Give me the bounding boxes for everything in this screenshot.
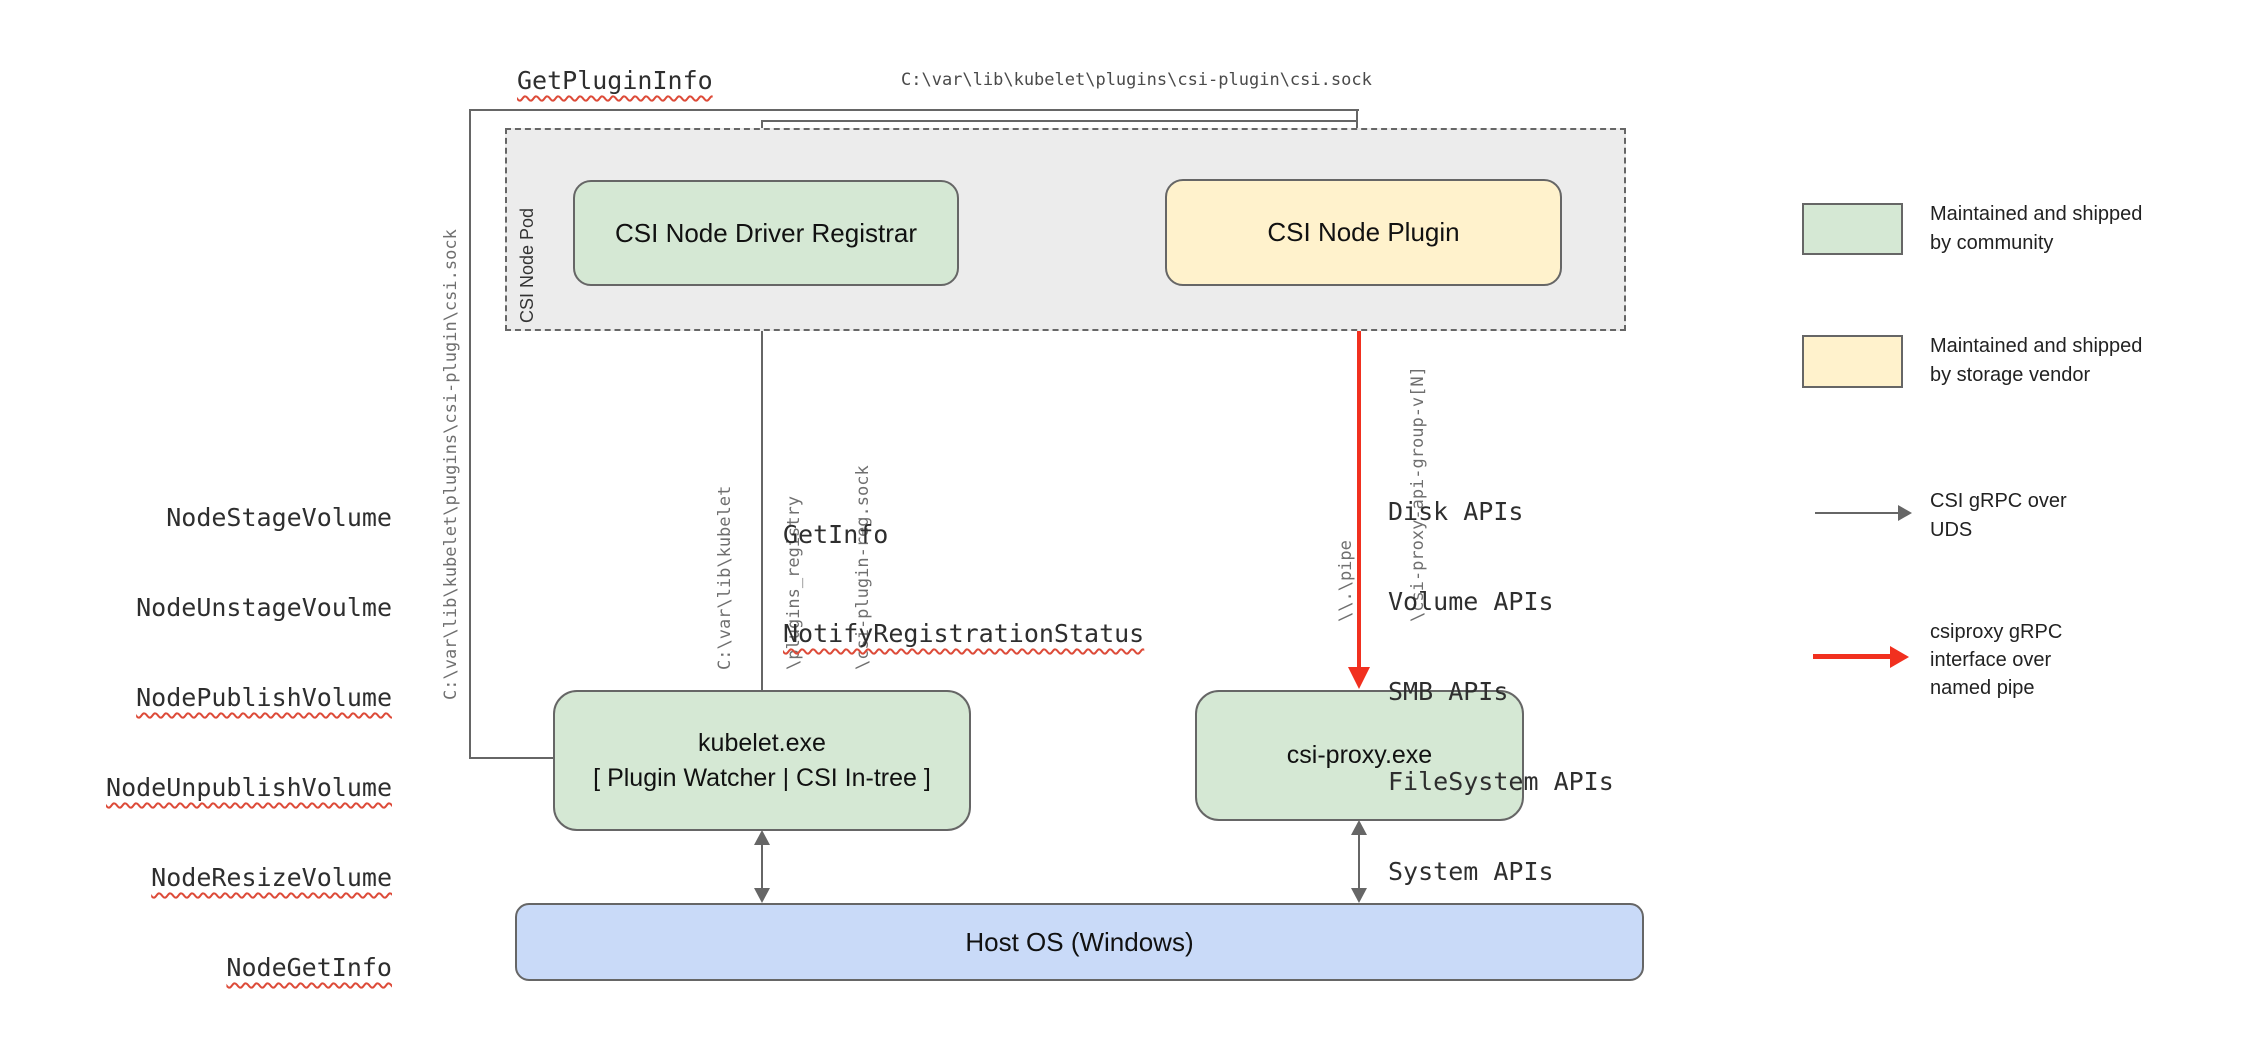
- arrowhead-down-host-right-icon: [1351, 888, 1367, 903]
- legend-label-community: Maintained and shipped by community: [1930, 200, 2142, 258]
- csi-proxy-box: csi-proxy.exe: [1195, 690, 1524, 821]
- api-disk: Disk APIs: [1388, 497, 1524, 526]
- legend-uds-line-2: UDS: [1930, 519, 1973, 541]
- connector-csiproxy-host: [1358, 832, 1360, 892]
- legend-uds-line-1: CSI gRPC over: [1930, 490, 2067, 512]
- legend-swatch-community: [1802, 203, 1903, 255]
- connector-into-kubelet-left: [469, 757, 555, 759]
- api-volume: Volume APIs: [1388, 587, 1554, 616]
- arrowhead-up-csiproxy-icon: [1351, 820, 1367, 835]
- csi-sock-path-label: C:\var\lib\kubelet\plugins\csi-plugin\cs…: [901, 70, 1372, 90]
- rpc-node-stage-volume: NodeStageVolume: [166, 503, 392, 532]
- arrowhead-up-kubelet-icon: [754, 830, 770, 845]
- legend-vendor-line-1: Maintained and shipped: [1930, 335, 2143, 357]
- arrowhead-red-into-csiproxy-icon: [1348, 667, 1370, 689]
- host-os-box: Host OS (Windows): [515, 903, 1644, 981]
- rpc-node-get-info: NodeGetInfo: [226, 953, 392, 982]
- proxy-api-list: Disk APIs Volume APIs SMB APIs FileSyste…: [1388, 437, 1614, 947]
- connector-top-kubelet-to-plugin: [469, 109, 1359, 111]
- api-filesystem: FileSystem APIs: [1388, 767, 1614, 796]
- rpc-node-unstage-volume: NodeUnstageVoulme: [136, 593, 392, 622]
- csi-node-driver-registrar-box: CSI Node Driver Registrar: [573, 180, 959, 286]
- registry-sock-line-1: C:\var\lib\kubelet: [715, 485, 735, 670]
- kubelet-subtitle: [ Plugin Watcher | CSI In-tree ]: [593, 763, 931, 792]
- legend-red-arrow-icon: [1813, 654, 1895, 659]
- kubelet-box-label: kubelet.exe [ Plugin Watcher | CSI In-tr…: [593, 726, 931, 796]
- get-plugin-info-label: GetPluginInfo: [517, 66, 713, 95]
- legend-label-uds: CSI gRPC over UDS: [1930, 487, 2067, 545]
- connector-plugin-to-csiproxy-red: [1357, 283, 1361, 670]
- legend-label-namedpipe: csiproxy gRPC interface over named pipe: [1930, 618, 2062, 702]
- legend-community-line-2: by community: [1930, 232, 2054, 254]
- connector-registrar-to-plugin: [761, 120, 1358, 122]
- csi-node-plugin-box: CSI Node Plugin: [1165, 179, 1562, 286]
- named-pipe-line-1: \\.\pipe: [1336, 540, 1356, 622]
- rpc-notify-registration-status: NotifyRegistrationStatus: [783, 619, 1145, 648]
- legend-swatch-vendor: [1802, 335, 1903, 388]
- rpc-node-resize-volume: NodeResizeVolume: [151, 863, 392, 892]
- rpc-node-publish-volume: NodePublishVolume: [136, 683, 392, 712]
- legend-pipe-line-3: named pipe: [1930, 677, 2035, 699]
- csi-node-pod-label: CSI Node Pod: [517, 207, 537, 323]
- arrowhead-down-host-left-icon: [754, 888, 770, 903]
- legend-pipe-line-1: csiproxy gRPC: [1930, 621, 2063, 643]
- legend-label-vendor: Maintained and shipped by storage vendor: [1930, 332, 2142, 390]
- node-rpc-list: NodeStageVolume NodeUnstageVoulme NodePu…: [80, 443, 392, 1044]
- kubelet-box: kubelet.exe [ Plugin Watcher | CSI In-tr…: [553, 690, 971, 831]
- left-csi-sock-path-vertical-label: C:\var\lib\kubelet\plugins\csi-plugin\cs…: [441, 229, 461, 700]
- connector-left-vertical: [469, 109, 471, 759]
- legend-red-arrowhead-icon: [1890, 646, 1909, 668]
- kubelet-name: kubelet.exe: [698, 728, 826, 757]
- legend-vendor-line-2: by storage vendor: [1930, 364, 2091, 386]
- rpc-get-info: GetInfo: [783, 520, 889, 549]
- connector-kubelet-to-registrar: [761, 296, 763, 690]
- rpc-node-unpublish-volume: NodeUnpublishVolume: [106, 773, 392, 802]
- legend-gray-arrow-icon: [1815, 512, 1901, 514]
- legend-gray-arrowhead-icon: [1898, 505, 1912, 521]
- api-smb: SMB APIs: [1388, 677, 1509, 706]
- registration-rpc-labels: GetInfo NotifyRegistrationStatus: [783, 452, 1144, 716]
- legend-pipe-line-2: interface over: [1930, 649, 2052, 671]
- api-system: System APIs: [1388, 857, 1554, 886]
- connector-kubelet-host: [761, 842, 763, 892]
- legend-community-line-1: Maintained and shipped: [1930, 203, 2143, 225]
